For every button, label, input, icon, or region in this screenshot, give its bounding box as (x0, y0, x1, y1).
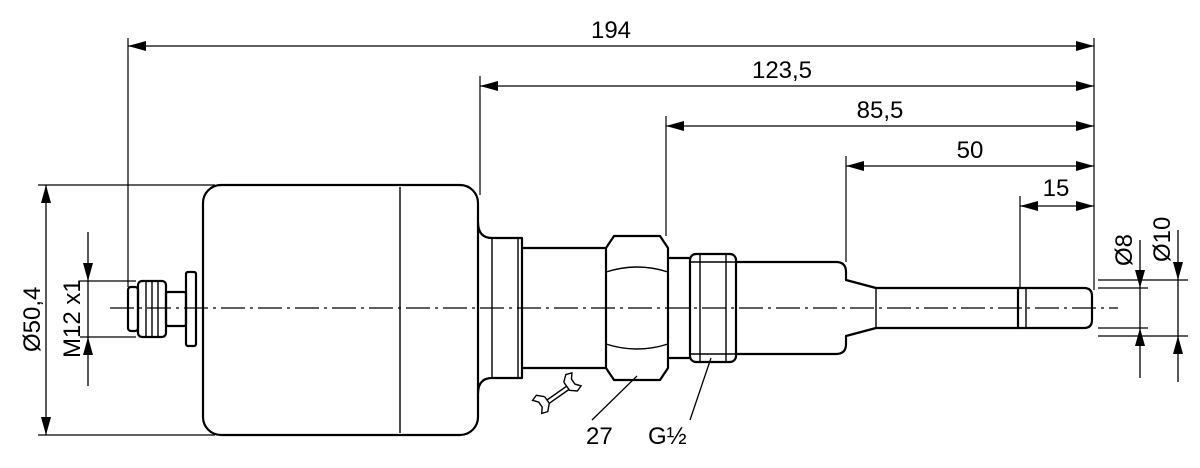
label-process-thread: G½ (648, 423, 687, 450)
extension-lines (38, 38, 1188, 436)
label-length-from-housing: 123,5 (752, 57, 812, 84)
label-tip-diameter: Ø8 (1111, 234, 1138, 266)
m12-connector (126, 270, 198, 348)
sensor-outline (126, 183, 1094, 437)
label-housing-diameter: Ø50,4 (19, 287, 46, 352)
dim-overall-length (128, 41, 1094, 51)
housing-neck (476, 220, 608, 396)
wrench-icon (531, 371, 583, 415)
callout-leaders (591, 357, 712, 421)
dim-housing-diameter (41, 185, 51, 435)
dim-length-from-housing (480, 81, 1094, 91)
dim-length-tip (1020, 201, 1094, 211)
label-probe-diameter: Ø10 (1149, 217, 1176, 262)
label-wrench-size: 27 (586, 423, 613, 450)
label-connector-thread: M12 x1 (59, 279, 86, 358)
label-length-tip: 15 (1043, 175, 1070, 202)
dim-connector-thread (83, 232, 93, 386)
probe-shaft (734, 260, 1020, 356)
dim-probe-diameter (1173, 230, 1183, 382)
housing (201, 183, 480, 437)
dim-length-probe (846, 161, 1094, 171)
dim-tip-diameter (1135, 240, 1145, 378)
label-length-from-hex: 85,5 (857, 97, 904, 124)
probe-tip (1016, 286, 1094, 330)
hex-nut (604, 234, 670, 382)
label-length-probe: 50 (957, 137, 984, 164)
thread-section (666, 252, 738, 364)
label-overall-length: 194 (591, 17, 631, 44)
dim-length-from-hex (666, 121, 1094, 131)
